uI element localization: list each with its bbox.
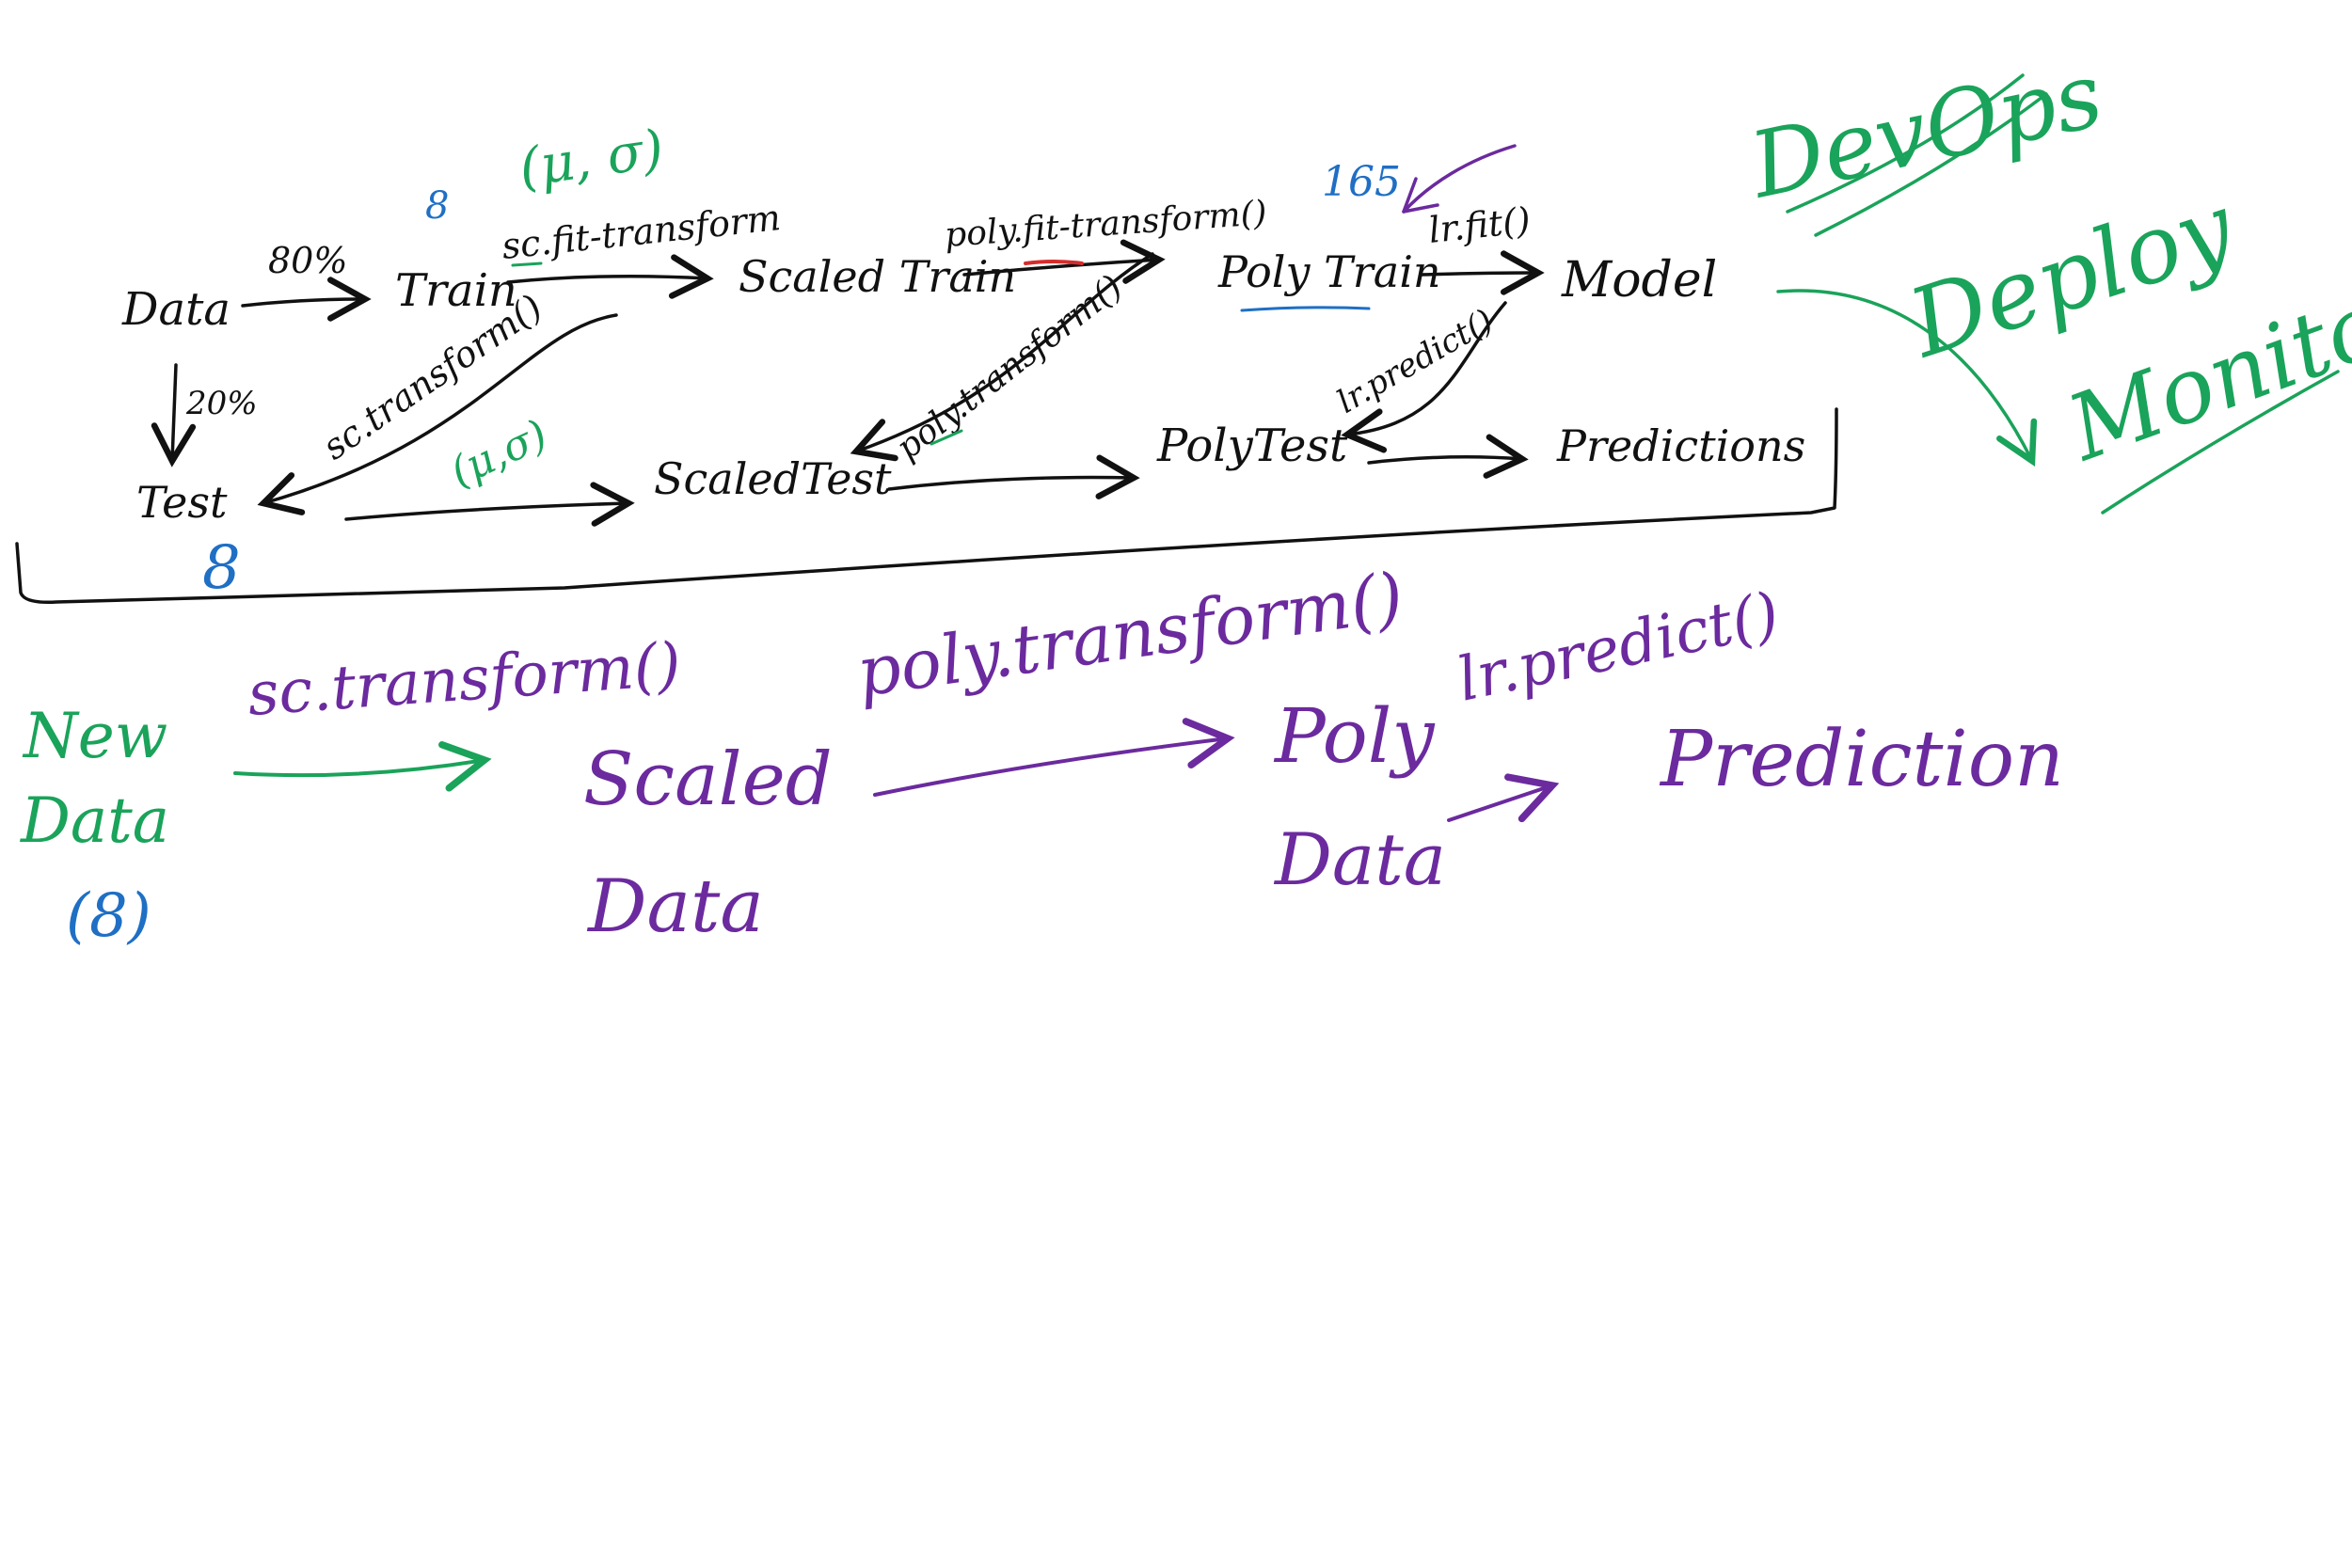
poly-data-line-1: Poly [1273,692,1436,780]
new-data-features: (8) [66,881,151,951]
annotation-poly-features: 165 [1322,158,1401,206]
model-to-devops-arrow [1776,289,2038,467]
label-20-percent: 20% [185,385,258,422]
green-underline-mark-sc [511,261,543,267]
annotation-mu-sigma: (μ, σ) [516,119,667,199]
scaled-data-line-2: Data [586,864,764,949]
arrow-model-to-poly-test [1341,301,1507,453]
node-predictions: Predictions [1556,420,1805,471]
pipeline-bracket [15,407,1838,605]
monitor-underline [2101,370,2340,515]
green-underline-mark-poly [930,429,963,446]
arrow-test-to-scaled-test [344,482,635,527]
new-data-line-1: New [22,700,167,772]
node-test: Test [136,477,228,528]
poly-to-prediction-arrow [1447,773,1560,823]
label-lr-fit: lr.fit() [1426,199,1533,251]
arrow-scaled-test-to-poly-test [887,454,1140,499]
node-train: Train [395,264,517,317]
arrow-data-to-train [241,277,372,322]
new-flow-sc-transform: sc.transform() [246,630,683,730]
arrow-scaler-applied-to-test [257,313,618,515]
new-flow-lr-predict: lr.predict() [1452,579,1786,715]
arrow-scaled-train-to-poly-train [962,239,1166,284]
arrow-train-to-scaled-train [506,254,714,299]
new-flow-prediction: Prediction [1659,715,2064,804]
scaled-to-poly-arrow [873,718,1235,797]
arrow-poly-test-to-predictions [1367,434,1529,479]
node-poly-train: Poly Train [1217,246,1441,297]
node-scaled-train: Scaled Train [739,251,1016,302]
node-data: Data [121,283,230,336]
node-model: Model [1561,252,1717,309]
node-scaled-test: ScaledTest [654,453,892,504]
devops-underline-1 [1786,73,2025,214]
new-flow-poly-transform: poly.transform() [852,557,1408,712]
poly-train-underline [1240,306,1371,312]
annotation-test-features: 8 [202,533,241,603]
label-lr-predict: lr.predict() [1331,302,1501,421]
new-data-line-2: Data [20,784,169,857]
scaled-data-line-1: Scaled [583,737,833,822]
red-underline-mark [1024,260,1084,265]
node-poly-test: PolyTest [1156,420,1348,472]
arrow-poly-applied-to-scaled-test [850,252,1154,462]
annotation-train-features: 8 [425,184,449,228]
devops-title: DevOps [1740,41,2111,218]
purple-pointer-arrowhead [1402,177,1439,214]
arrow-poly-train-to-model [1419,250,1545,295]
label-80-percent: 80% [268,240,347,281]
arrow-data-to-test [151,363,197,467]
purple-pointer-arrow [1402,144,1517,214]
poly-data-line-2: Data [1273,817,1446,901]
devops-underline-2 [1814,92,2048,237]
annotation-mu-sigma-reuse: (μ,σ) [443,411,554,497]
new-data-to-scaled-arrow [233,740,492,792]
